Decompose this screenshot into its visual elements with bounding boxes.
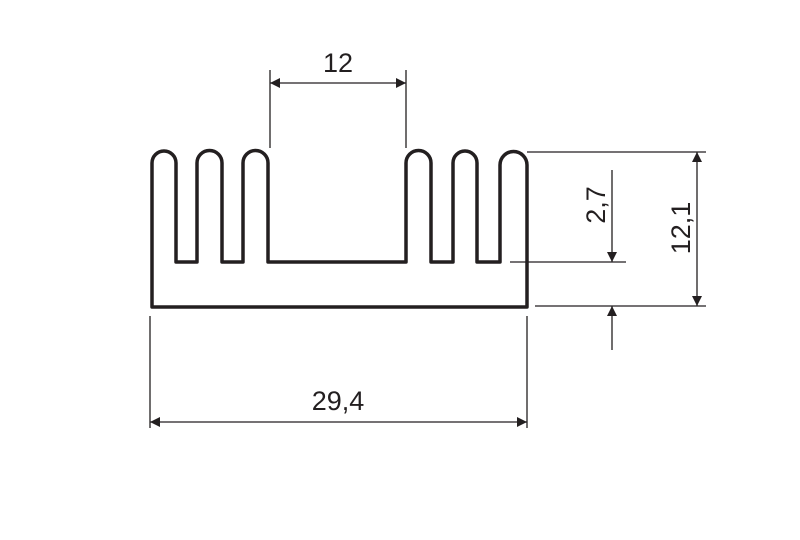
- dimension-label-width: 29,4: [312, 386, 365, 416]
- dimension-label-height: 12,1: [666, 202, 696, 255]
- dimension-label-base: 2,7: [581, 186, 611, 224]
- heatsink-profile: [150, 148, 529, 309]
- dimension-label-gap: 12: [323, 48, 353, 78]
